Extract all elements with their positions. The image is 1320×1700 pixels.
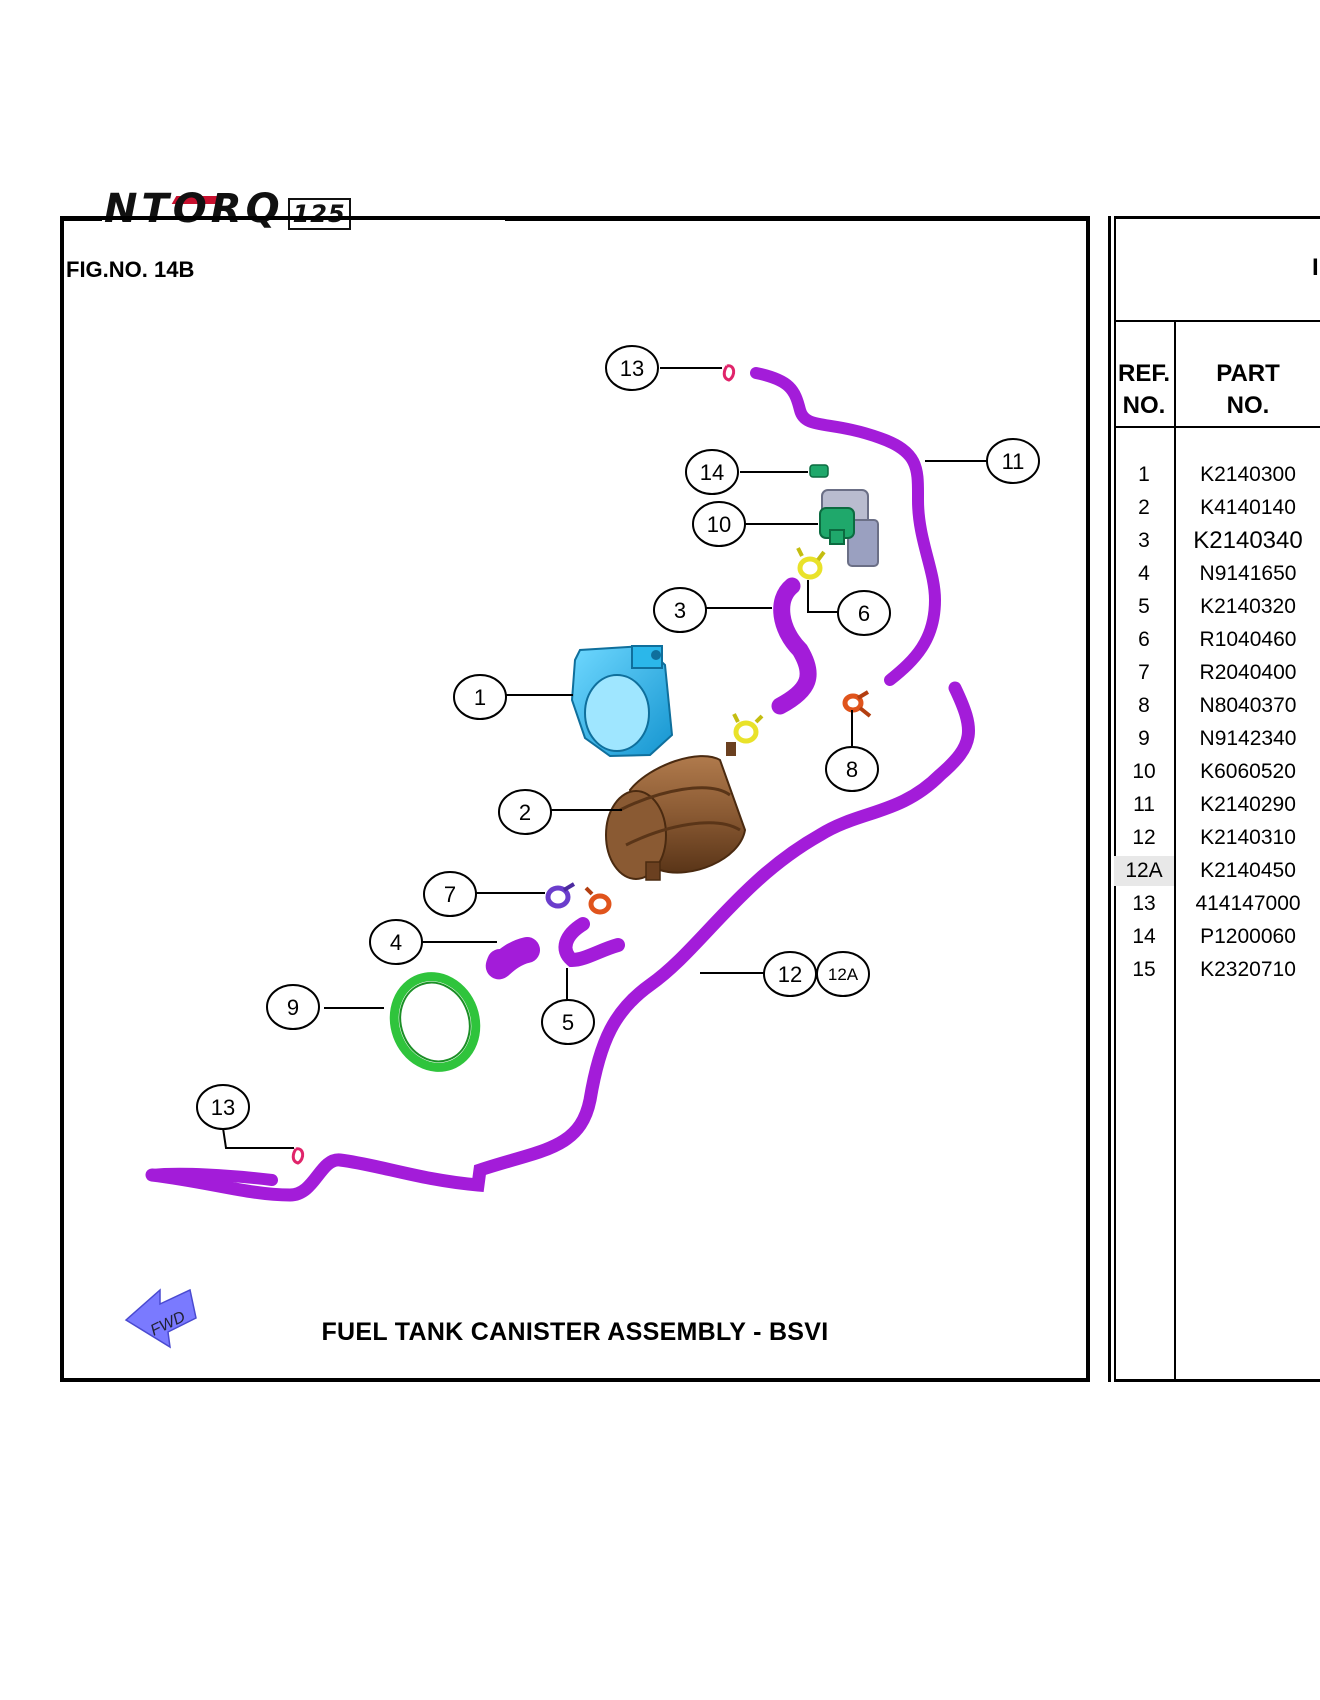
svg-text:13: 13 — [211, 1095, 235, 1120]
callout-11: 11 — [986, 438, 1040, 484]
svg-text:3: 3 — [674, 598, 686, 623]
callout-12: 12 — [763, 951, 817, 997]
clip-13-top — [722, 364, 736, 382]
figure-frame — [60, 216, 1090, 1382]
callout-14: 14 — [685, 449, 739, 495]
table-border-inner — [1114, 216, 1116, 1382]
svg-text:13: 13 — [620, 356, 644, 381]
brand-logo-suffix: 125 — [287, 198, 351, 230]
figure-number: FIG.NO. 14B — [66, 257, 195, 282]
svg-text:11: 11 — [1002, 449, 1025, 474]
callout-2: 2 — [498, 789, 552, 835]
callout-3: 3 — [653, 587, 707, 633]
svg-text:1: 1 — [474, 685, 486, 710]
table-column-divider — [1174, 322, 1176, 1380]
hose-3 — [771, 577, 817, 715]
svg-text:2: 2 — [519, 800, 531, 825]
clip-yellow-canister — [732, 713, 764, 744]
callout-4: 4 — [369, 919, 423, 965]
callout-9: 9 — [266, 984, 320, 1030]
table-body-rule — [1114, 426, 1320, 428]
callout-13-top: 13 — [605, 345, 659, 391]
canister-bracket-1 — [570, 644, 674, 758]
hose-4 — [486, 937, 540, 980]
callout-7: 7 — [423, 871, 477, 917]
svg-text:5: 5 — [562, 1010, 574, 1035]
table-bottom-border — [1114, 1379, 1320, 1382]
callout-10: 10 — [692, 501, 746, 547]
table-top-border — [1114, 216, 1320, 219]
purge-valve-10 — [819, 489, 879, 567]
figure-title: FUEL TANK CANISTER ASSEMBLY - BSVI — [321, 1318, 829, 1346]
hose-12-loop — [146, 1167, 278, 1186]
canister-body-2 — [605, 742, 747, 881]
hose-12 — [145, 681, 975, 1202]
table-header-rule — [1114, 320, 1320, 322]
hose-5 — [558, 917, 625, 968]
column-header-ref-no: REF.NO. — [1117, 360, 1170, 419]
callout-6: 6 — [837, 590, 891, 636]
svg-text:8: 8 — [846, 757, 858, 782]
clip-8 — [842, 690, 872, 718]
callout-1: 1 — [453, 674, 507, 720]
hose-11 — [750, 367, 942, 686]
svg-text:12: 12 — [778, 962, 802, 987]
leader-lines — [222, 367, 988, 1149]
clip-7 — [545, 882, 576, 909]
callout-5: 5 — [541, 999, 595, 1045]
svg-text:7: 7 — [444, 882, 456, 907]
callout-8: 8 — [825, 746, 879, 792]
table-title-cut: I — [1312, 254, 1319, 281]
mounting-band-9 — [389, 972, 481, 1072]
table-border-outer — [1108, 216, 1111, 1382]
callout-13-bottom: 13 — [196, 1084, 250, 1130]
svg-text:12A: 12A — [828, 965, 859, 984]
svg-text:14: 14 — [700, 460, 724, 485]
svg-text:10: 10 — [707, 512, 731, 537]
cap-14 — [809, 464, 829, 478]
clip-13-bottom — [291, 1147, 305, 1165]
clip-6 — [796, 547, 826, 580]
svg-text:4: 4 — [390, 930, 402, 955]
svg-text:9: 9 — [287, 995, 299, 1020]
clip-orange — [584, 886, 612, 915]
svg-text:6: 6 — [858, 601, 870, 626]
callout-12a: 12A — [816, 951, 870, 997]
